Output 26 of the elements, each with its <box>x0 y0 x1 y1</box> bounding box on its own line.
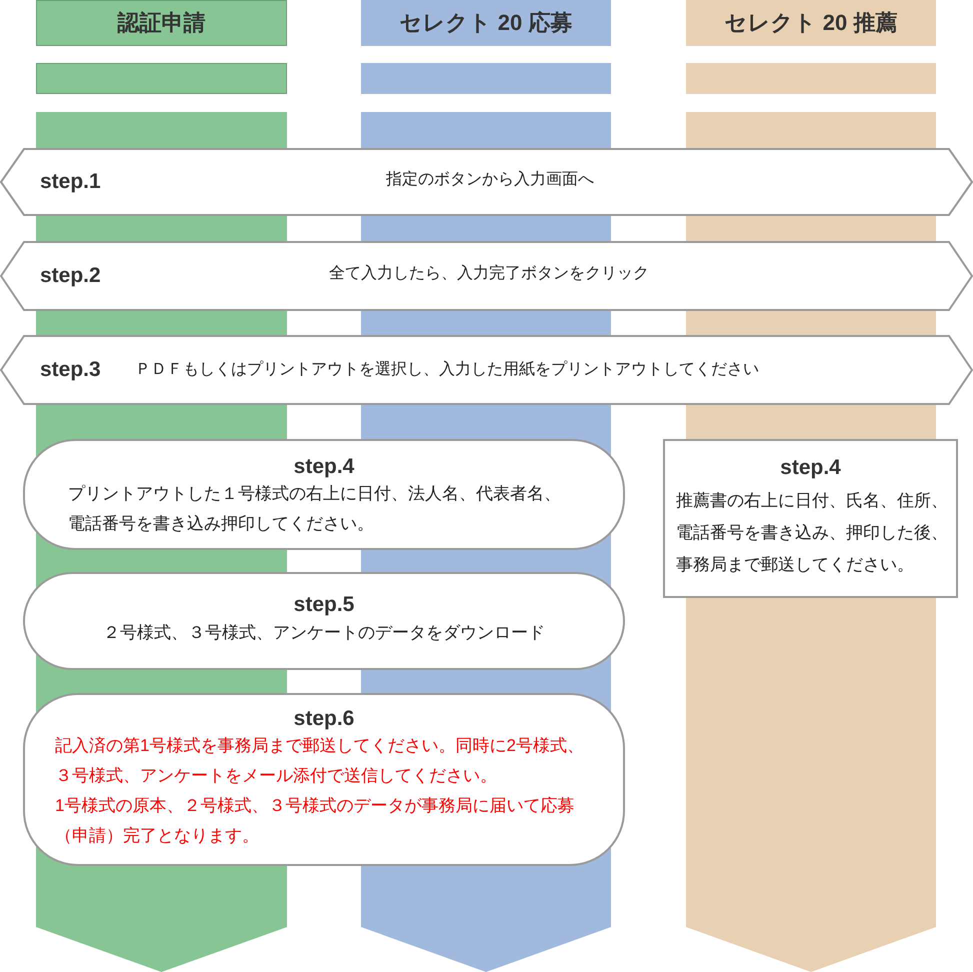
step-banner <box>0 335 973 405</box>
step-label: step.6 <box>294 707 354 731</box>
step-label: step.5 <box>294 593 354 617</box>
step-label: step.1 <box>40 170 101 194</box>
step-instruction: 全て入力したら、入力完了ボタンをクリック <box>329 264 649 284</box>
lane-bar <box>36 63 287 94</box>
step-instruction: プリントアウトした１号様式の右上に日付、法人名、代表者名、電話番号を書き込み押印してください。 <box>68 483 562 535</box>
step-box <box>23 693 625 866</box>
step-banner <box>0 148 973 216</box>
step-instruction: ２号様式、３号様式、アンケートのデータをダウンロード <box>103 622 545 644</box>
lane-header: セレクト 20 推薦 <box>686 0 936 46</box>
step-instruction: ＰＤＦもしくはプリントアウトを選択し、入力した用紙をプリントアウトしてください <box>135 360 759 380</box>
step-instruction: 指定のボタンから入力画面へ <box>386 170 594 190</box>
lane-header: セレクト 20 応募 <box>361 0 611 46</box>
step-label: step.4 <box>780 456 841 480</box>
step-label: step.4 <box>294 455 354 479</box>
step-instruction: 推薦書の右上に日付、氏名、住所、電話番号を書き込み、押印した後、事務局まで郵送してください。 <box>676 490 949 576</box>
step-instruction: 記入済の第1号様式を事務局まで郵送してください。同時に2号様式、３号様式、アンケートをメール添付で送信してください。 <box>55 735 585 787</box>
step-box <box>663 439 958 598</box>
lane-header: 認証申請 <box>36 0 287 46</box>
step-banner <box>0 241 973 311</box>
lane-bar <box>686 63 936 94</box>
step-label: step.3 <box>40 358 101 382</box>
lane-bar <box>361 63 611 94</box>
step-instruction: 1号様式の原本、２号様式、３号様式のデータが事務局に届いて応募（申請）完了となります。 <box>55 795 576 847</box>
step-label: step.2 <box>40 264 101 288</box>
